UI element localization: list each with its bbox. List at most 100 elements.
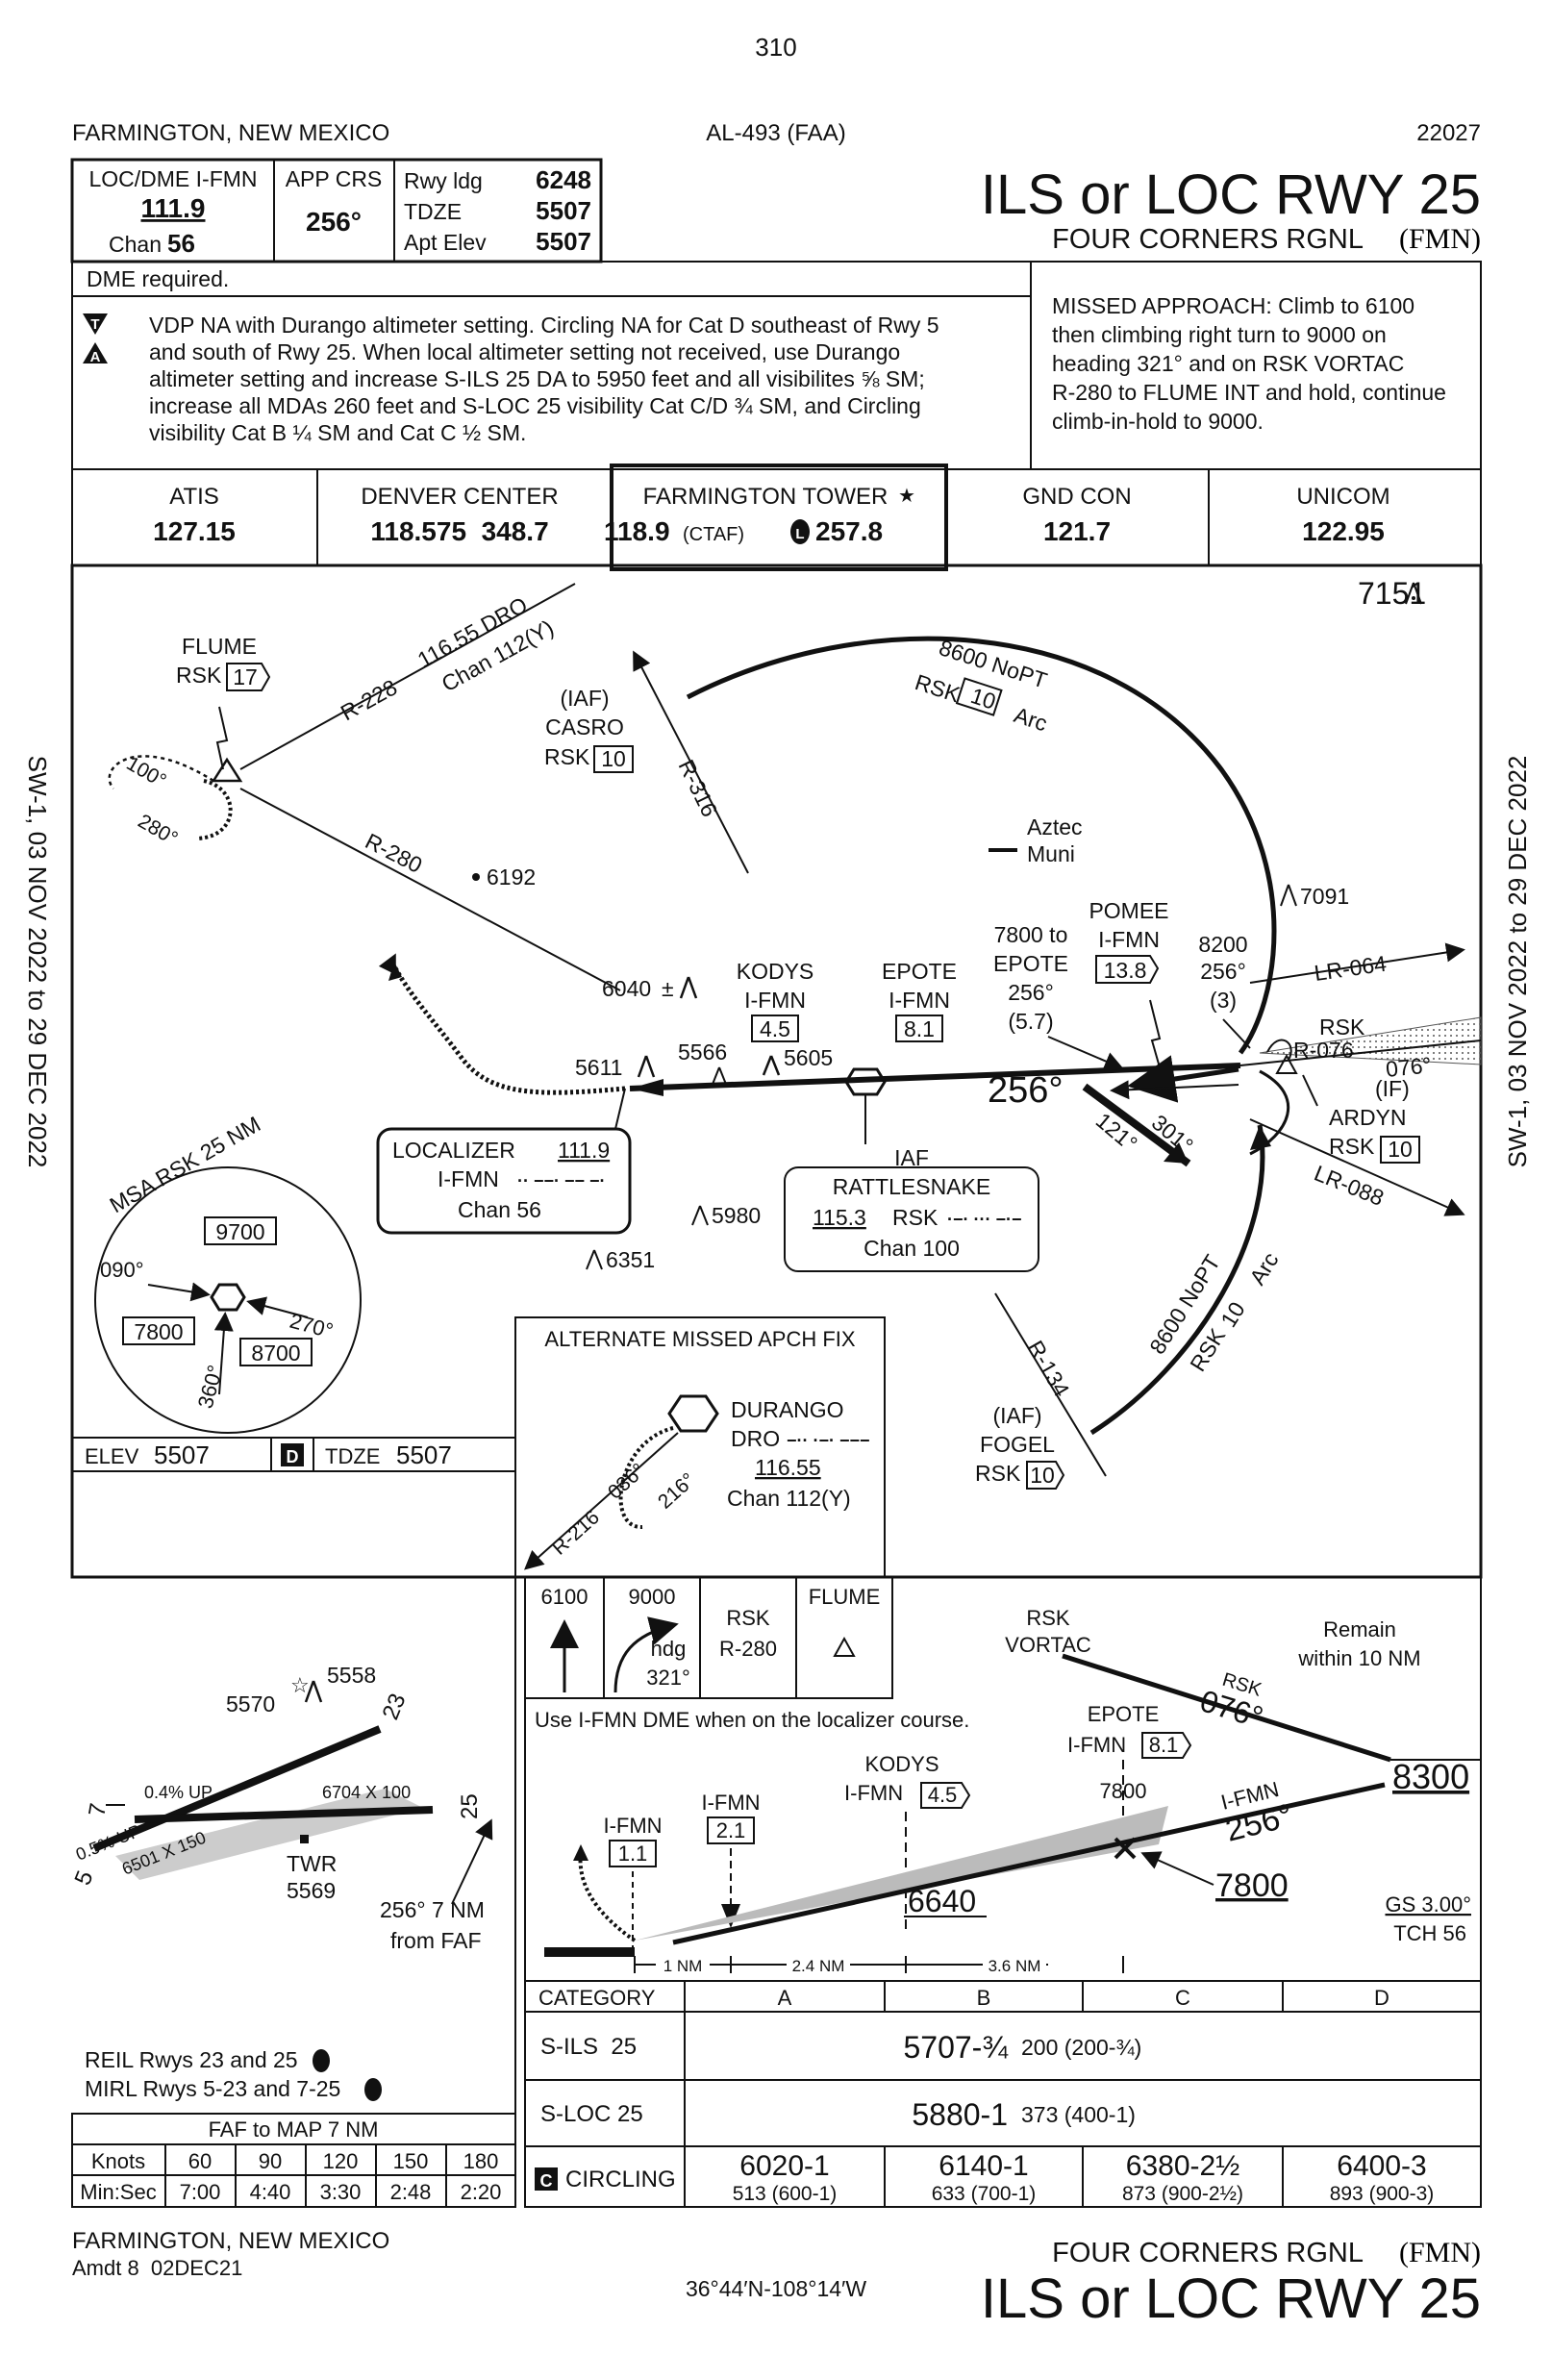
kodys-loc: I-FMN <box>744 988 806 1013</box>
notes-section: DME required. T A VDP NA with Durango al… <box>71 261 1482 470</box>
profile-ifmn11-distance: 1.1 <box>618 1841 648 1866</box>
pomee-alt-1: 8200 <box>1198 932 1247 957</box>
final-note-2: from FAF <box>390 1928 482 1953</box>
pomee-name: POMEE <box>1089 898 1168 923</box>
rattlesnake-id: RSK <box>892 1205 939 1230</box>
pomee-distance: 13.8 <box>1104 958 1147 983</box>
circling-a-value: 6020-1 <box>739 2150 829 2182</box>
pomee-alt-2: 256° <box>1200 959 1246 984</box>
msa-alt-west: 7800 <box>134 1319 183 1344</box>
flume-rsk: RSK <box>176 663 222 688</box>
profile-view: 6100 9000 hdg 321° RSK R-280 FLUME Use I… <box>524 1576 1482 1982</box>
turn-arrow-icon <box>613 1616 679 1693</box>
tower-icon <box>300 1835 309 1843</box>
profile-kodys-loc: I-FMN <box>844 1781 903 1805</box>
obstacle-7091: 7091 <box>1300 884 1349 909</box>
minsec-label: Min:Sec <box>80 2180 156 2204</box>
rattlesnake-iaf: IAF <box>894 1145 929 1170</box>
ardyn-rsk: RSK <box>1329 1134 1375 1159</box>
svg-text:L: L <box>795 526 804 542</box>
knots-150: 150 <box>393 2149 429 2173</box>
side-label-right: SW-1, 03 NOV 2022 to 29 DEC 2022 <box>1503 756 1532 1168</box>
ma-icon-turn: 9000 <box>629 1585 676 1609</box>
cycle-number: 22027 <box>1416 120 1481 146</box>
msa-alt-north: 9700 <box>215 1219 264 1244</box>
final-note-1: 256° 7 NM <box>380 1897 485 1922</box>
reil-note: REIL Rwys 23 and 25 <box>85 2047 298 2072</box>
hold-280: 280° <box>135 810 182 850</box>
obstacle-5558: 5558 <box>327 1663 376 1688</box>
footer-amendment: Amdt 8 02DEC21 <box>72 2256 242 2280</box>
epote-alt-1: 7800 to <box>994 922 1068 947</box>
sloc-label: S-LOC 25 <box>540 2101 643 2127</box>
note-line-4: increase all MDAs 260 feet and S-LOC 25 … <box>149 393 921 418</box>
cat-a: A <box>778 1986 792 2010</box>
app-crs-label: APP CRS <box>286 166 383 191</box>
ma-icon-flume: FLUME <box>809 1585 881 1609</box>
localizer-box <box>376 1127 632 1235</box>
casro-iaf: (IAF) <box>560 686 609 711</box>
obstacle-5570: 5570 <box>226 1691 275 1716</box>
atis-frequency: 127.15 <box>153 516 236 546</box>
tower-label: FARMINGTON TOWER <box>643 484 889 510</box>
localizer-morse: ·· −−· −− −· <box>517 1171 606 1190</box>
kodys-distance: 4.5 <box>760 1016 790 1041</box>
obstacle-5980: 5980 <box>712 1203 761 1228</box>
casro-rsk: RSK <box>544 744 590 769</box>
localizer-channel: Chan 56 <box>458 1197 541 1222</box>
durango-name: DURANGO <box>731 1397 844 1422</box>
obstacle-5605: 5605 <box>784 1045 833 1070</box>
ctaf-label: (CTAF) <box>683 524 744 545</box>
radial-076: R-076 <box>1293 1038 1354 1063</box>
obstacle-5566: 5566 <box>678 1040 727 1065</box>
obstacle-icon <box>637 1055 656 1078</box>
header-city: FARMINGTON, NEW MEXICO <box>72 120 389 146</box>
pomee-loc: I-FMN <box>1098 927 1160 952</box>
circling-d-value: 6400-3 <box>1337 2150 1426 2182</box>
circling-b-hat: 633 (700-1) <box>932 2183 1037 2205</box>
dims-6704: 6704 X 100 <box>322 1783 411 1802</box>
apt-elev-value: 5507 <box>536 227 591 256</box>
profile-ifmn11-loc: I-FMN <box>603 1814 662 1838</box>
msa-vortac-icon <box>210 1283 246 1312</box>
side-label-left: SW-1, 03 NOV 2022 to 29 DEC 2022 <box>23 756 52 1168</box>
ma-icon-climb: 6100 <box>541 1585 588 1609</box>
ma-icon-radial: R-280 <box>719 1637 777 1661</box>
flume-fix-icon <box>833 1636 856 1657</box>
minimums-table: CATEGORY A B C D S-ILS 25 5707-¾ 200 (20… <box>524 1980 1482 2208</box>
final-course-256: 256° <box>988 1070 1064 1111</box>
obstacle-icon <box>1280 884 1297 907</box>
cat-b: B <box>977 1986 991 2010</box>
obstacle-plus-minus: ± <box>662 976 674 1001</box>
rattlesnake-box <box>784 1166 1039 1272</box>
circling-c-value: 6380-2½ <box>1126 2150 1239 2182</box>
rwy-ldg-label: Rwy ldg <box>404 168 483 193</box>
remain-1: Remain <box>1323 1617 1396 1641</box>
note-line-1: VDP NA with Durango altimeter setting. C… <box>149 313 939 338</box>
msa-title: MSA RSK 25 NM <box>106 1112 265 1218</box>
durango-freq: 116.55 <box>755 1455 821 1480</box>
obstacle-dot <box>472 873 480 881</box>
ardyn-fix-icon <box>1275 1053 1298 1074</box>
obstacle-icon <box>304 1680 323 1703</box>
msa-circle: MSA RSK 25 NM 9700 7800 8700 090° 270° 3… <box>94 1112 362 1434</box>
runway-7-label: 7 <box>84 1801 112 1818</box>
rsk-vortac-2: VORTAC <box>1005 1633 1091 1657</box>
alt-hdg-036: 036° <box>604 1460 650 1504</box>
dme-required-note: DME required. <box>87 266 229 291</box>
alt-8300: 8300 <box>1392 1757 1469 1796</box>
profile-ifmn21-distance: 2.1 <box>716 1818 746 1842</box>
footer-title: ILS or LOC RWY 25 <box>981 2267 1481 2330</box>
missed-approach-line-3: heading 321° and on RSK VORTAC <box>1052 351 1404 376</box>
airport-name: FOUR CORNERS RGNL <box>1052 224 1364 255</box>
obstacle-6192: 6192 <box>487 864 536 889</box>
dme-arc-north <box>686 636 1277 1055</box>
tdze-value: 5507 <box>396 1441 452 1469</box>
obstacle-icon <box>586 1249 603 1270</box>
lead-radial-064: LR-064 <box>1313 951 1389 986</box>
missed-approach-line-5: climb-in-hold to 9000. <box>1052 409 1264 434</box>
localizer-freq: 111.9 <box>558 1138 610 1163</box>
lead-radial-088: LR-088 <box>1311 1161 1388 1211</box>
profile-kodys-distance: 4.5 <box>928 1783 958 1807</box>
